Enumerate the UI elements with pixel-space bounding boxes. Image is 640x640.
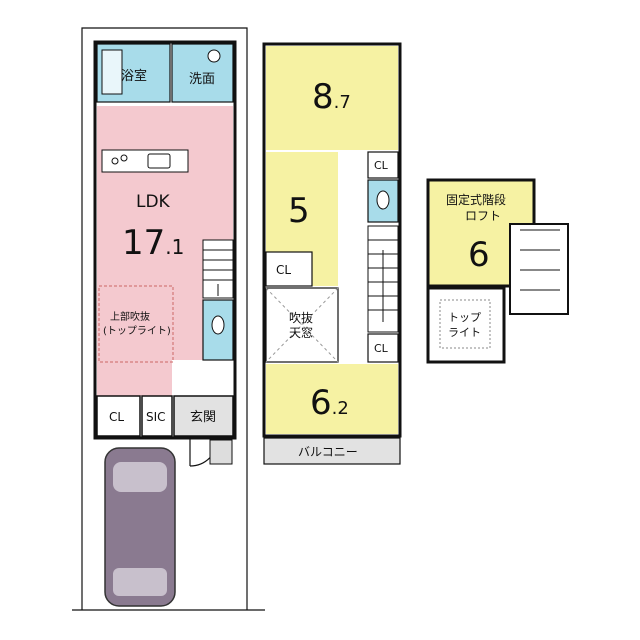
loft-size: 6 <box>468 235 490 275</box>
balcony <box>263 437 401 465</box>
void-label-2: (トップライト) <box>103 325 171 337</box>
void-cross-2 <box>265 287 339 363</box>
entry-tile <box>209 439 233 465</box>
ldk-area <box>97 106 233 396</box>
closet-c-label: CL <box>374 342 389 355</box>
toilet-icon <box>211 315 225 335</box>
floor-2: 8.7 5 CL CL CL 吹抜 天窓 6.2 <box>262 42 402 465</box>
stairs-floor-2 <box>367 225 399 333</box>
loft-title-1: 固定式階段 <box>446 192 506 207</box>
void-floor-2-label-2: 天窓 <box>289 325 313 340</box>
balcony-label: バルコニー <box>298 445 358 459</box>
floor-1: 浴室 洗面 LDK 17.1 上部吹抜 (トップライト) C <box>72 27 265 611</box>
stove-icon <box>111 157 119 165</box>
closet-floor-1 <box>96 395 141 437</box>
loft-title-2: ロフト <box>465 209 501 223</box>
void-area <box>98 285 174 363</box>
sink-icon <box>207 49 221 63</box>
ldk-label: LDK <box>136 192 171 212</box>
closet-label: CL <box>109 410 124 424</box>
washroom <box>171 43 234 103</box>
void-floor-2-label-1: 吹抜 <box>289 311 313 325</box>
room-6-2 <box>266 364 398 434</box>
void-label-1: 上部吹抜 <box>110 310 150 323</box>
closet-a <box>265 251 313 287</box>
closet-c <box>367 333 399 363</box>
floor-2-outline <box>262 42 402 438</box>
room-6-2-size: 6.2 <box>310 383 349 423</box>
sic-label: SIC <box>146 410 166 424</box>
entrance <box>173 395 234 437</box>
toplight-dashed <box>439 299 491 349</box>
car-icon <box>104 447 176 607</box>
lot-boundary <box>81 27 248 610</box>
stove-icon-2 <box>120 154 128 162</box>
bath-label: 浴室 <box>121 68 147 84</box>
toilet-icon-2 <box>376 190 390 210</box>
closet-a-label: CL <box>276 263 291 277</box>
toplight-label-1: トップ <box>448 311 481 324</box>
bathtub <box>101 49 123 95</box>
closet-b-label: CL <box>374 159 389 172</box>
toplight-label-2: ライト <box>448 326 481 339</box>
toplight-box <box>426 286 506 364</box>
void-cross-1 <box>265 287 339 363</box>
kitchen-counter <box>101 149 189 173</box>
room-5-size: 5 <box>288 191 310 231</box>
kitchen-sink-icon <box>147 153 171 169</box>
entrance-label: 玄関 <box>190 410 216 425</box>
sic <box>141 395 173 437</box>
wash-label: 洗面 <box>189 72 215 87</box>
void-floor-2 <box>265 287 339 363</box>
ldk-size: 17.1 <box>122 223 184 263</box>
room-8-7 <box>266 46 398 150</box>
closet-b <box>367 151 399 179</box>
loft-stairs <box>509 223 569 315</box>
stairs-floor-1 <box>202 239 234 299</box>
room-8-7-size: 8.7 <box>312 77 351 117</box>
loft: 固定式階段 ロフト 6 トップ ライト <box>426 178 569 364</box>
floor-1-outline <box>93 40 237 440</box>
